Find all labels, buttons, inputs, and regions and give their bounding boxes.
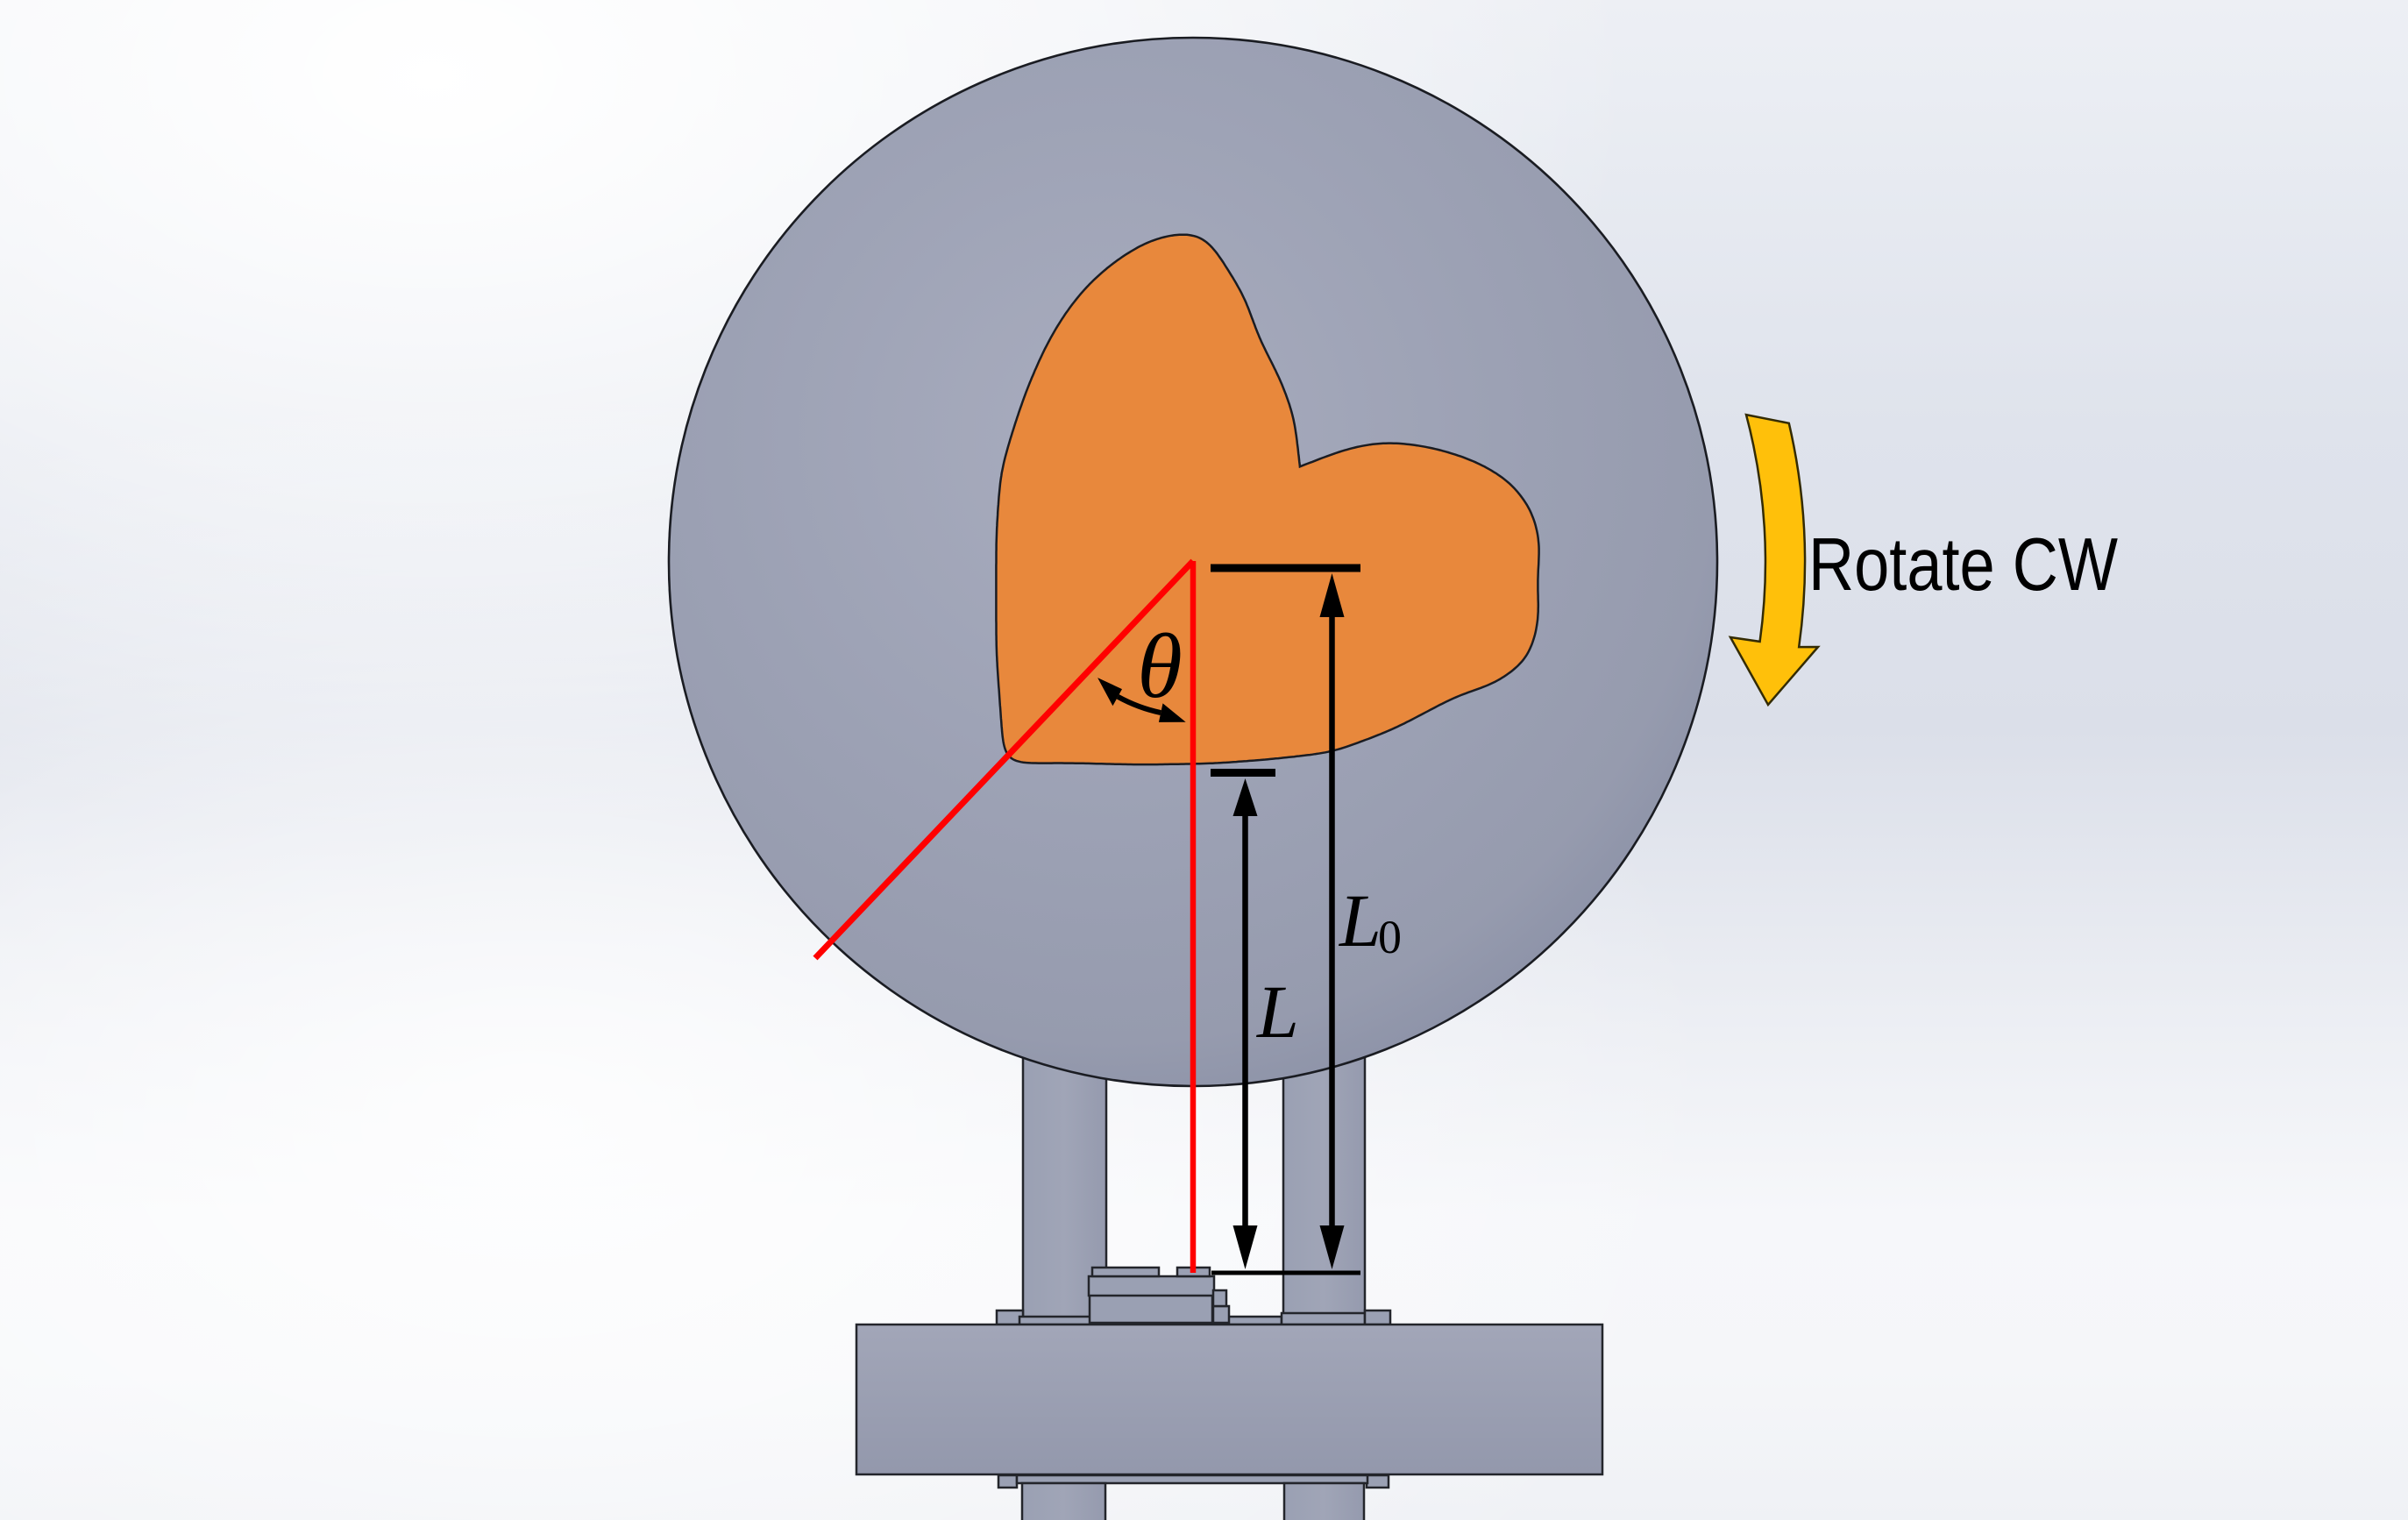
svg-text:0: 0 [1378,911,1402,963]
svg-text:L: L [1255,970,1299,1054]
svg-text:Rotate CW: Rotate CW [1808,523,2118,607]
svg-text:θ: θ [1137,614,1183,717]
svg-text:L: L [1338,878,1382,962]
